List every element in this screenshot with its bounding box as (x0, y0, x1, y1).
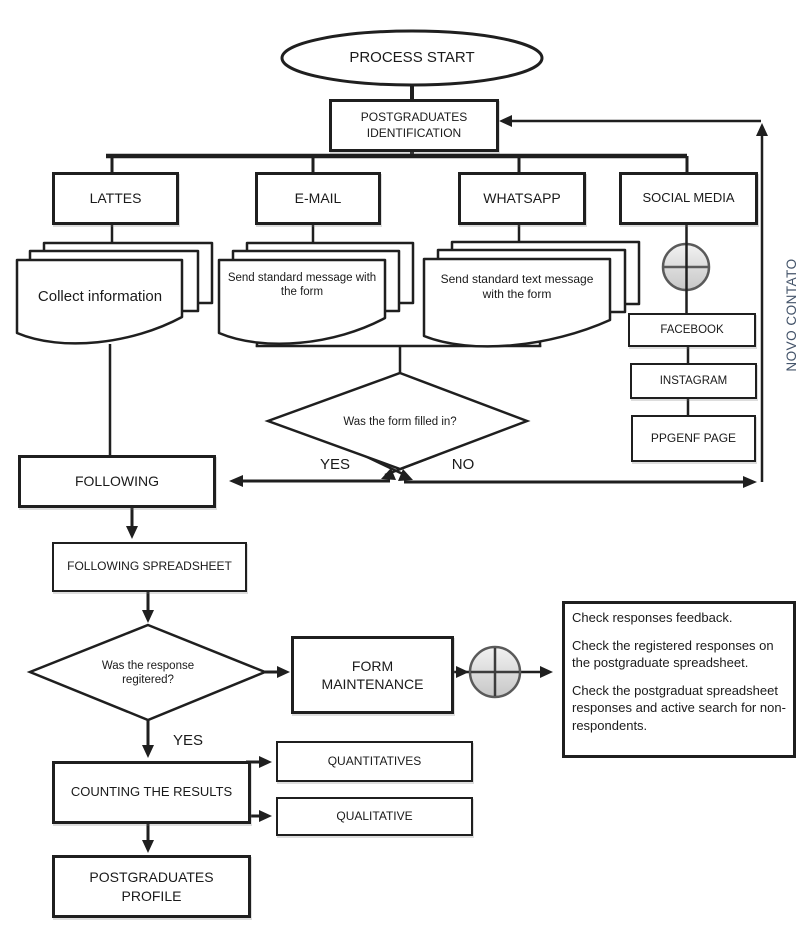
connector-circle-form-maintenance (468, 645, 522, 699)
node-postgraduates-profile-label: POSTGRADUATES PROFILE (89, 869, 214, 904)
document-stack-whatsapp (422, 240, 641, 348)
node-counting-the-results-label: COUNTING THE RESULTS (70, 784, 233, 800)
connector-circle-social-media (661, 219, 711, 313)
edge-label-form-yes: YES (319, 455, 350, 473)
node-instagram: INSTAGRAM (630, 363, 757, 399)
annotation-line-1: Check responses feedback. (572, 610, 733, 625)
node-whatsapp-label: WHATSAPP (483, 190, 561, 207)
node-instagram-label: INSTAGRAM (659, 374, 728, 387)
node-counting-the-results: COUNTING THE RESULTS (52, 761, 251, 824)
node-quantitatives: QUANTITATIVES (276, 741, 473, 782)
edge-label-novo-contato: NOVO CONTATO (783, 258, 799, 372)
document-stack-collect-information (15, 241, 214, 345)
node-facebook-label: FACEBOOK (660, 323, 724, 336)
node-following-spreadsheet: FOLLOWING SPREADSHEET (52, 542, 247, 592)
decision-form-filled-label: Was the form filled in? (343, 415, 457, 428)
node-following-spreadsheet-label: FOLLOWING SPREADSHEET (67, 559, 232, 574)
edge-label-response-yes: YES (172, 731, 203, 749)
node-postgraduates-identification-label: POSTGRADUATES IDENTIFICATION (360, 109, 468, 140)
node-qualitative-label: QUALITATIVE (336, 808, 413, 823)
edge-label-form-no: NO (451, 455, 475, 473)
decision-response-registered-diamond (26, 623, 269, 722)
node-quantitatives-label: QUANTITATIVES (327, 753, 422, 768)
node-social-media: SOCIAL MEDIA (619, 172, 758, 225)
node-process-start-label: PROCESS START (349, 48, 475, 66)
doc-collect-information-label: Collect information (37, 287, 163, 305)
node-postgraduates-profile: POSTGRADUATES PROFILE (52, 855, 251, 918)
decision-form-filled-diamond (264, 371, 531, 471)
node-form-maintenance: FORM MAINTENANCE (291, 636, 454, 714)
node-lattes: LATTES (52, 172, 179, 225)
node-following: FOLLOWING (18, 455, 216, 508)
annotation-line-3: Check the postgraduat spreadsheet respon… (572, 682, 786, 733)
node-lattes-label: LATTES (89, 190, 142, 207)
document-stack-email (217, 241, 415, 345)
node-ppgenf-page-label: PPGENF PAGE (650, 430, 737, 445)
annotation-line-2: Check the registered responses on the po… (572, 637, 774, 671)
node-qualitative: QUALITATIVE (276, 797, 473, 836)
node-email-label: E-MAIL (294, 190, 342, 207)
node-whatsapp: WHATSAPP (458, 172, 586, 225)
decision-response-registered-label: Was the response regitered? (101, 659, 195, 686)
node-following-label: FOLLOWING (74, 473, 159, 490)
node-facebook: FACEBOOK (628, 313, 756, 347)
node-postgraduates-identification: POSTGRADUATES IDENTIFICATION (329, 99, 499, 152)
process-start-ellipse (280, 29, 544, 87)
node-social-media-label: SOCIAL MEDIA (642, 190, 735, 206)
annotation-check-responses: Check responses feedback. Check the regi… (562, 601, 796, 758)
doc-send-standard-message-label: Send standard message with the form (227, 271, 377, 298)
node-email: E-MAIL (255, 172, 381, 225)
doc-send-standard-text-label: Send standard text message with the form (440, 272, 594, 301)
node-form-maintenance-label: FORM MAINTENANCE (321, 657, 424, 692)
node-ppgenf-page: PPGENF PAGE (631, 415, 756, 462)
